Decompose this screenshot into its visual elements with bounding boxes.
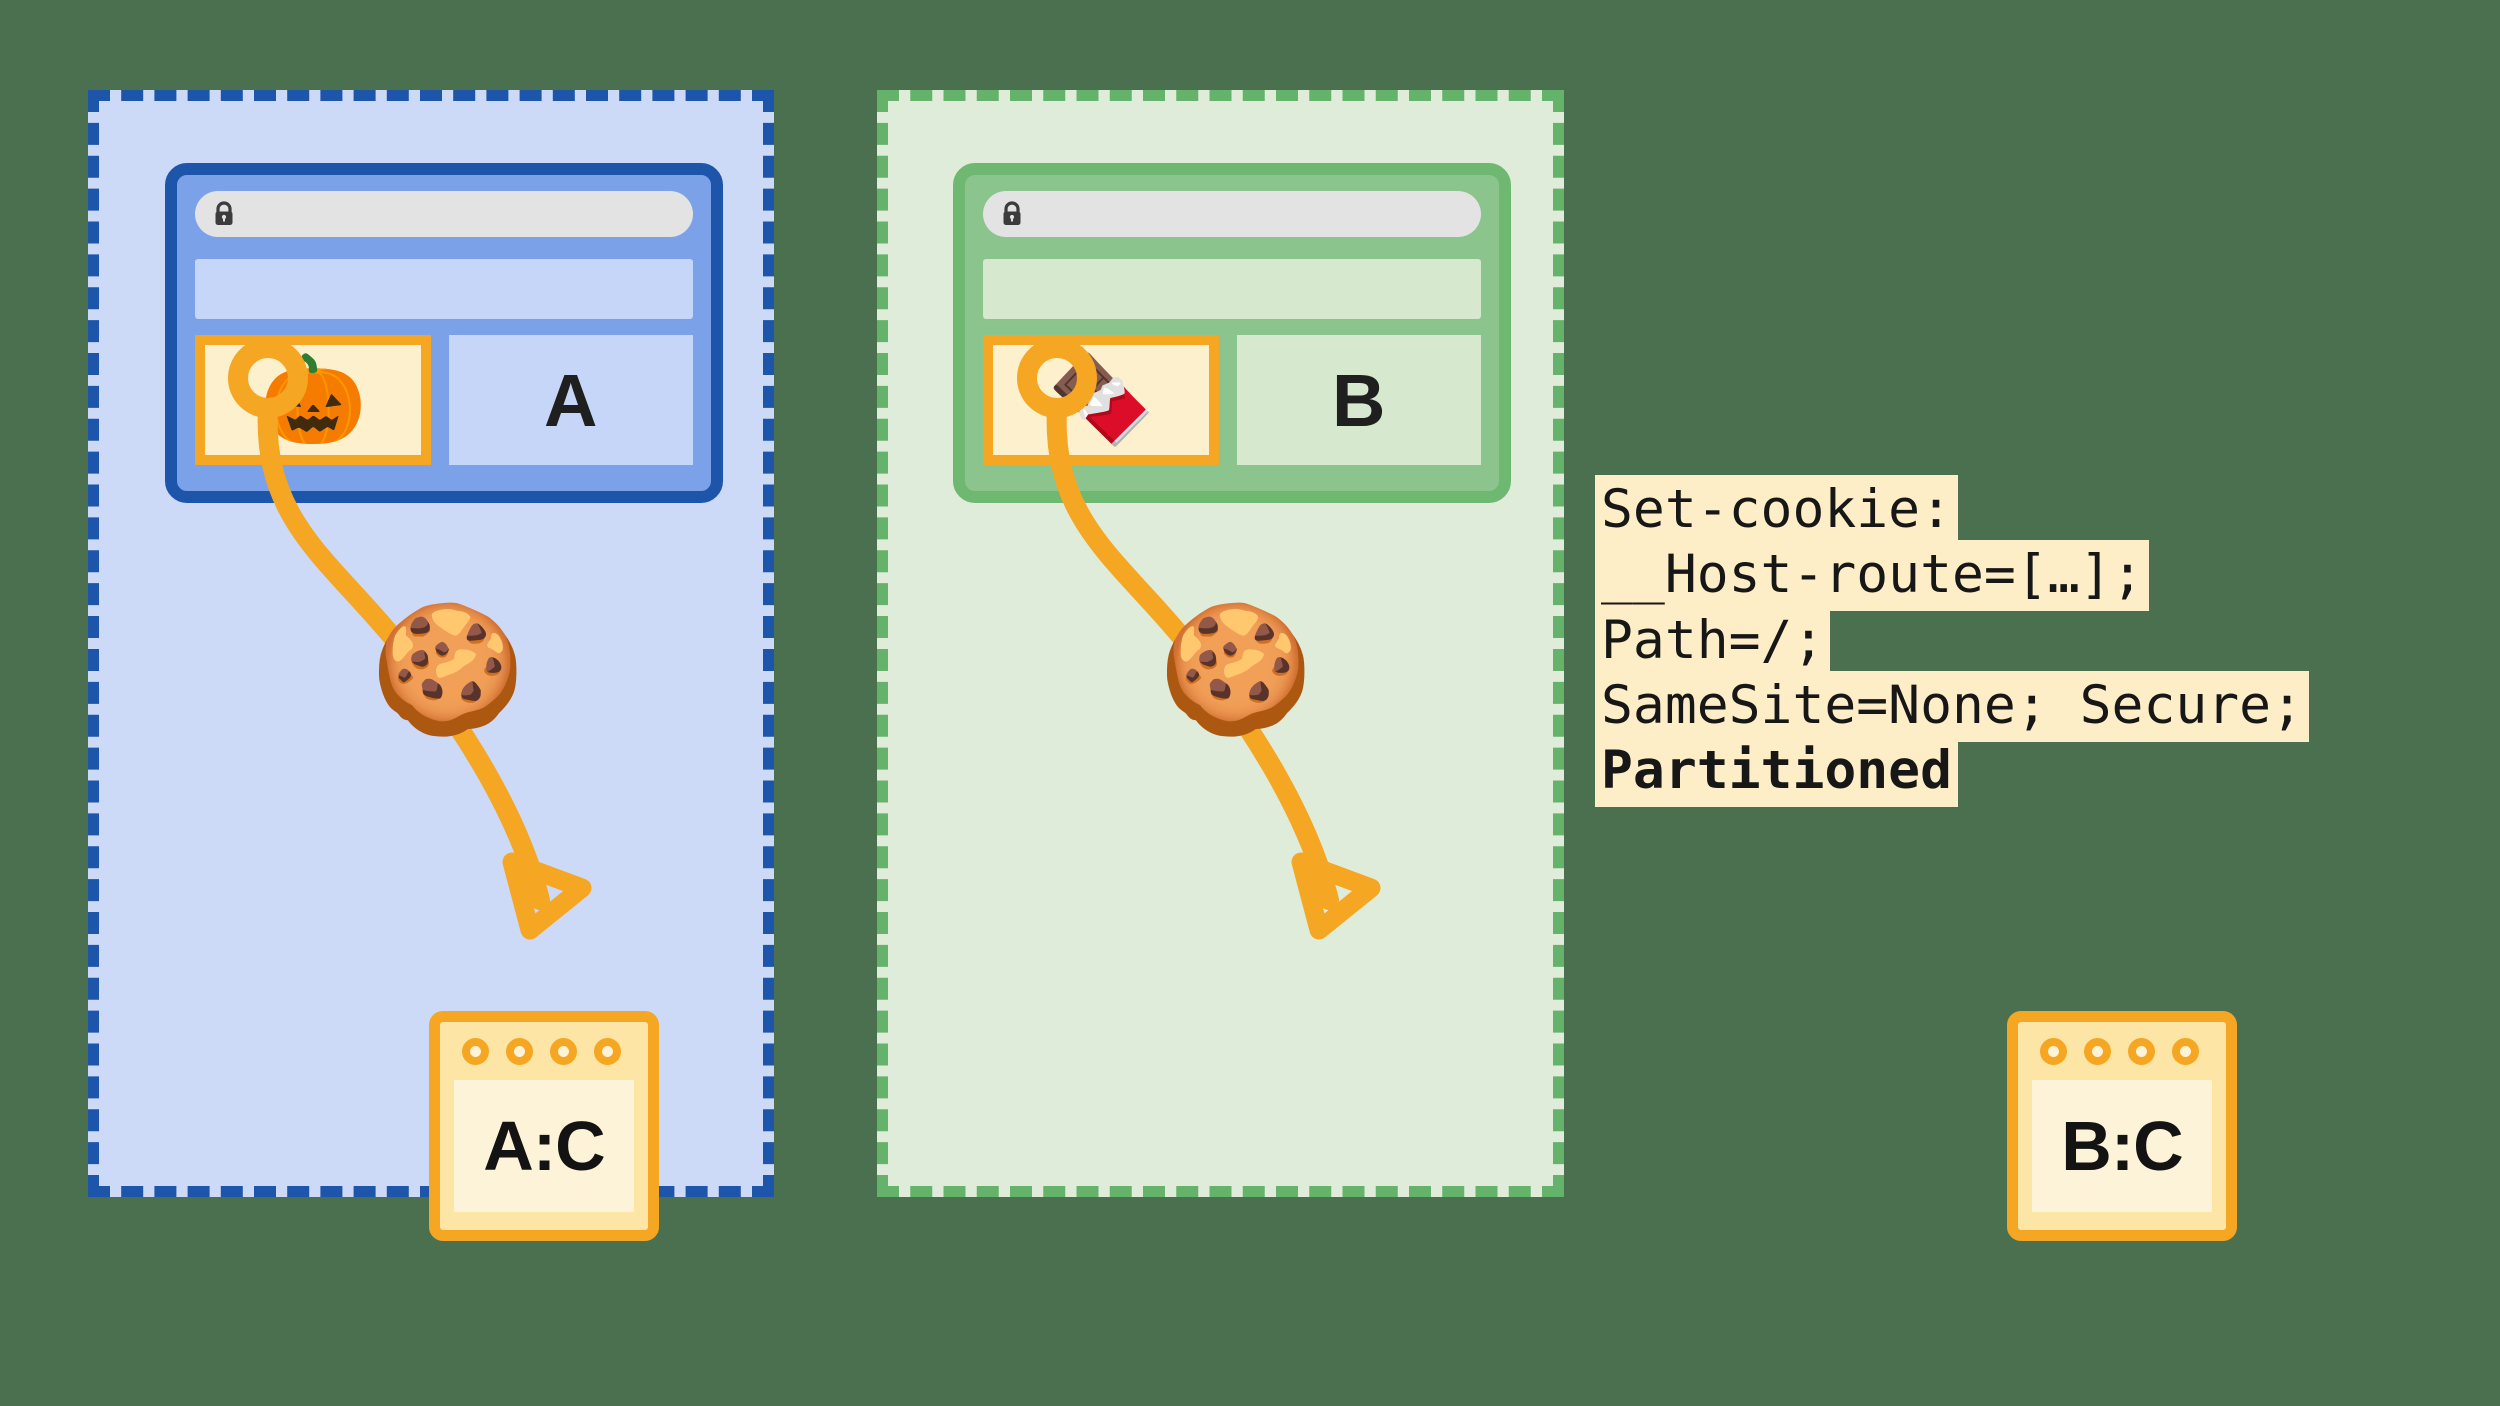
url-bar-a[interactable] [195, 191, 693, 237]
content-columns-b: 🍫 B [983, 335, 1481, 465]
storage-dots-a [454, 1038, 634, 1065]
storage-dots-b [2032, 1038, 2212, 1065]
code-line-text: SameSite=None; Secure; [1595, 671, 2309, 743]
site-label-a: A [544, 358, 598, 442]
storage-dot [2128, 1038, 2155, 1065]
site-label-b: B [1332, 358, 1386, 442]
site-label-pane-a: A [449, 335, 693, 465]
url-bar-b[interactable] [983, 191, 1481, 237]
code-line-0: Set-cookie: [1595, 475, 2309, 546]
content-strip-a [195, 259, 693, 319]
storage-box-b: B:C [2007, 1011, 2237, 1241]
lock-icon [1001, 201, 1023, 227]
cookie-icon-b: 🍪 [1158, 600, 1314, 739]
site-label-pane-b: B [1237, 335, 1481, 465]
code-line-text: Partitioned [1595, 736, 1958, 808]
browser-window-a: 🎃 A [165, 163, 723, 503]
content-strip-b [983, 259, 1481, 319]
storage-label-a: A:C [454, 1080, 634, 1212]
storage-dot [594, 1038, 621, 1065]
storage-dot [2084, 1038, 2111, 1065]
storage-label-b: B:C [2032, 1080, 2212, 1212]
code-line-1: __Host-route=[…]; [1595, 540, 2309, 612]
chocolate-bar-icon: 🍫 [1047, 352, 1155, 448]
code-line-text: __Host-route=[…]; [1595, 540, 2150, 612]
content-columns-a: 🎃 A [195, 335, 693, 465]
storage-dot [2040, 1038, 2067, 1065]
set-cookie-code-block: Set-cookie:__Host-route=[…];Path=/;SameS… [1595, 475, 2309, 808]
code-line-2: Path=/; [1595, 605, 2309, 677]
code-line-text: Path=/; [1595, 605, 1831, 677]
code-line-4: Partitioned [1595, 736, 2309, 808]
storage-box-a: A:C [429, 1011, 659, 1241]
storage-dot [506, 1038, 533, 1065]
lock-icon [213, 201, 235, 227]
embed-thumbnail-a: 🎃 [195, 335, 431, 465]
browser-window-b: 🍫 B [953, 163, 1511, 503]
embed-thumbnail-b: 🍫 [983, 335, 1219, 465]
cookie-icon-a: 🍪 [370, 600, 526, 739]
storage-dot [462, 1038, 489, 1065]
storage-dot [2172, 1038, 2199, 1065]
code-line-3: SameSite=None; Secure; [1595, 671, 2309, 743]
code-line-text: Set-cookie: [1595, 475, 1958, 546]
storage-dot [550, 1038, 577, 1065]
partition-site-b: 🍫 B B:C [877, 90, 2237, 1241]
jack-o-lantern-icon: 🎃 [259, 352, 367, 448]
